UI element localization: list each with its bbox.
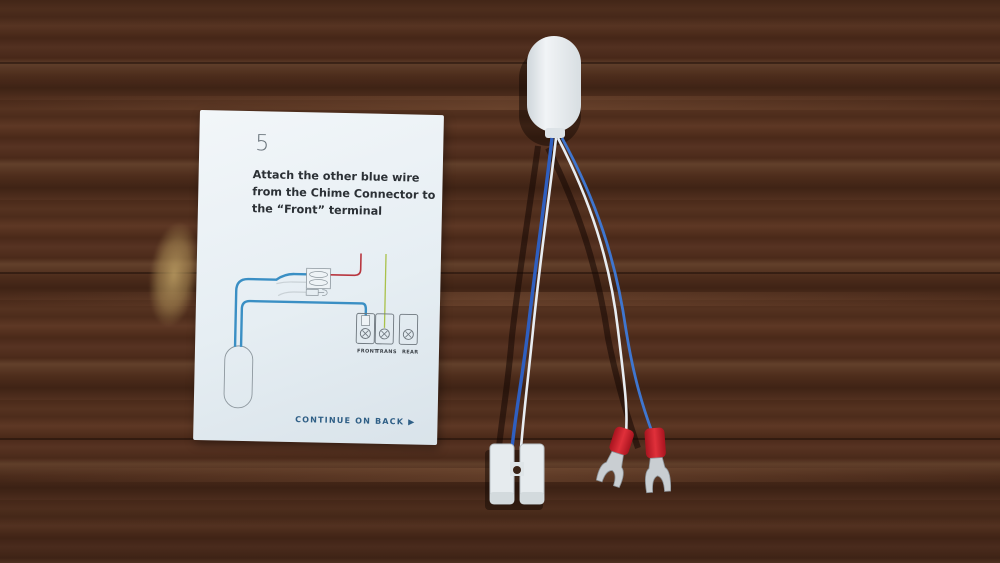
terminal-front-icon [355,312,376,345]
blue-wire [510,137,554,449]
wiring-diagram: FRONT TRANS REAR [223,253,419,409]
wood-plank-seam [0,272,1000,274]
terminal-label-trans: TRANS [376,349,397,355]
terminal-label-rear: REAR [402,349,419,355]
spade-terminal-icon [644,427,672,494]
white-wire [519,137,558,449]
device-outline-icon [223,345,254,409]
terminal-label-front: FRONT [357,348,378,354]
wood-plank-seam [0,62,1000,64]
push-in-connector-icon [485,443,545,510]
instruction-card: 5 Attach the other blue wire from the Ch… [193,110,444,446]
wood-grain-highlight [0,96,1000,110]
terminal-trans-icon [374,313,395,345]
white-wire [556,137,628,433]
terminal-rear-icon [398,313,419,346]
chime-connector-body [527,36,581,132]
blue-wire [560,137,654,433]
spade-terminal-icon [595,426,634,488]
